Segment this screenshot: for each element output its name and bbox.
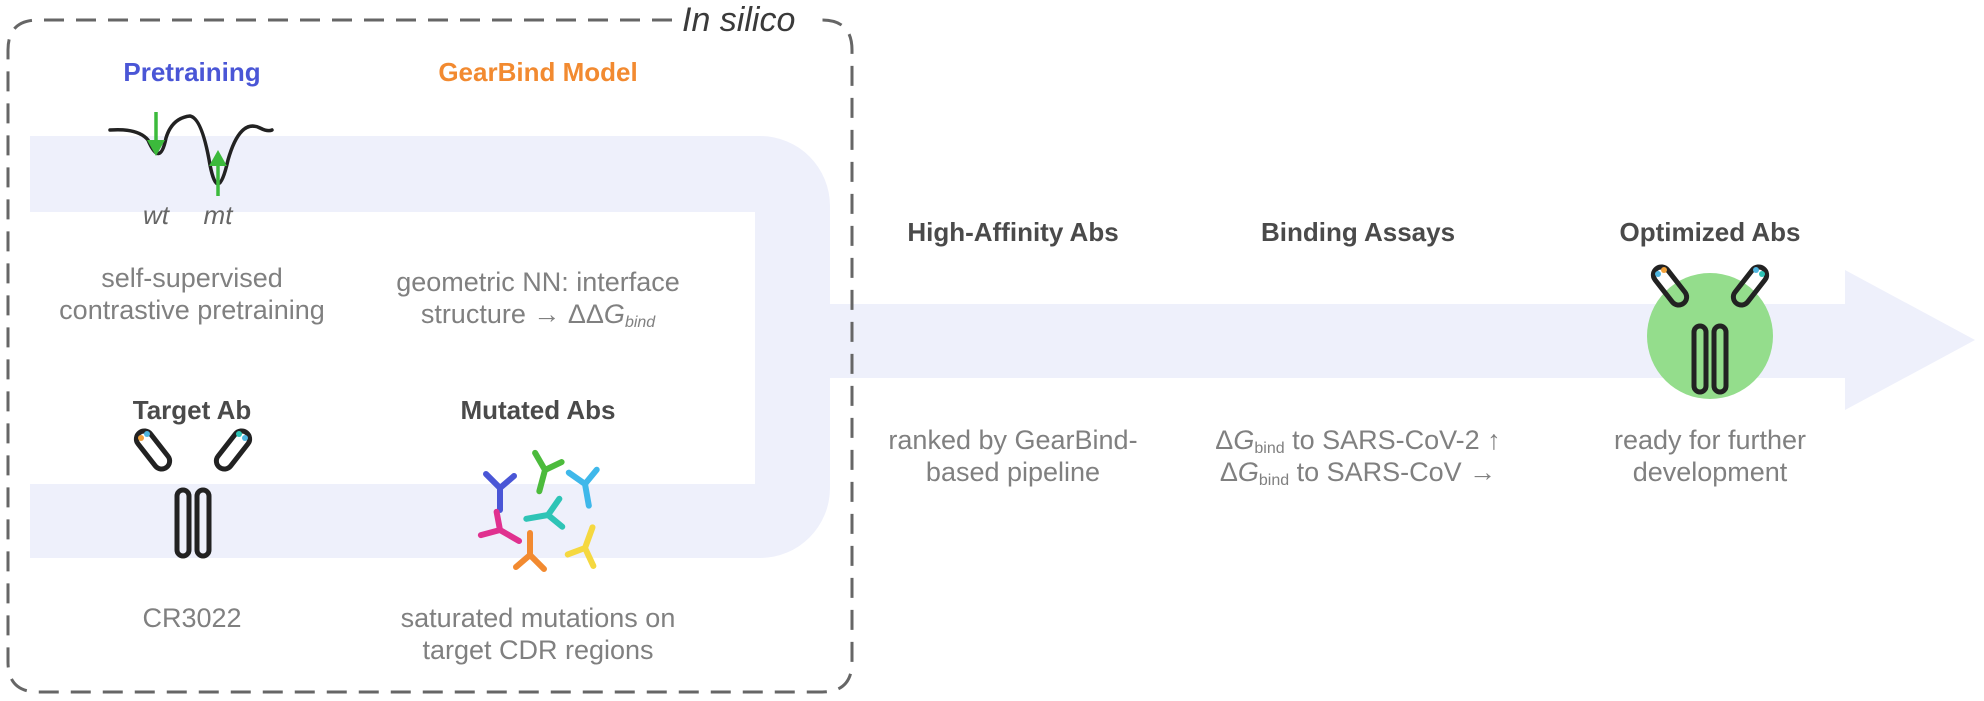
optimized-abs-title: Optimized Abs [1619, 217, 1801, 247]
pretraining-desc-line2: contrastive pretraining [59, 295, 325, 325]
pretraining-desc-line1: self-supervised [101, 263, 283, 293]
assays-line2-text: to SARS-CoV → [1289, 457, 1497, 487]
mutated-desc-line2: target CDR regions [422, 635, 654, 665]
gearbind-title: GearBind Model [438, 57, 638, 87]
target-antibody-icon [133, 428, 253, 559]
assays-line1-symbol: G [1233, 425, 1255, 455]
optimized-antibody-icon [1647, 264, 1773, 399]
gearbind-desc-prefix: structure → ΔΔ [420, 299, 604, 329]
mutated-antibodies-icon [477, 449, 600, 572]
optimized-desc-line1: ready for further [1613, 425, 1807, 455]
assays-line2-delta: Δ [1219, 457, 1238, 487]
in-silico-frame [6, 18, 854, 694]
gearbind-desc-subscript: bind [624, 314, 656, 331]
in-silico-label: In silico [676, 0, 802, 40]
gearbind-desc-line2: structure → ΔΔGbind [421, 298, 655, 339]
high-affinity-desc-line1: ranked by GearBind- [888, 425, 1138, 455]
high-affinity-title: High-Affinity Abs [907, 217, 1119, 247]
binding-assays-title: Binding Assays [1260, 217, 1456, 247]
gearbind-desc-line1: geometric NN: interface [396, 267, 680, 297]
assays-line2-symbol: G [1237, 457, 1259, 487]
assays-line2-subscript: bind [1258, 472, 1290, 489]
flow-band [30, 136, 1975, 558]
assays-line2: ΔGbind to SARS-CoV → [1220, 456, 1496, 497]
assays-line1-subscript: bind [1254, 440, 1285, 457]
high-affinity-desc-line2: based pipeline [925, 457, 1101, 487]
assays-line1-delta: Δ [1215, 425, 1234, 455]
gearbind-desc-symbol: G [603, 299, 625, 329]
mt-label: mt [203, 200, 233, 230]
assays-line1: ΔGbind to SARS-CoV-2 ↑ [1215, 424, 1500, 465]
target-ab-caption: CR3022 [142, 603, 242, 633]
mutated-desc-line1: saturated mutations on [400, 603, 676, 633]
optimized-desc-line2: development [1632, 457, 1788, 487]
mutated-abs-title: Mutated Abs [460, 395, 616, 425]
energy-landscape-icon [108, 112, 274, 196]
pretraining-title: Pretraining [123, 57, 261, 87]
assays-line1-text: to SARS-CoV-2 ↑ [1284, 425, 1501, 455]
wt-label: wt [143, 200, 169, 230]
target-ab-title: Target Ab [132, 395, 252, 425]
